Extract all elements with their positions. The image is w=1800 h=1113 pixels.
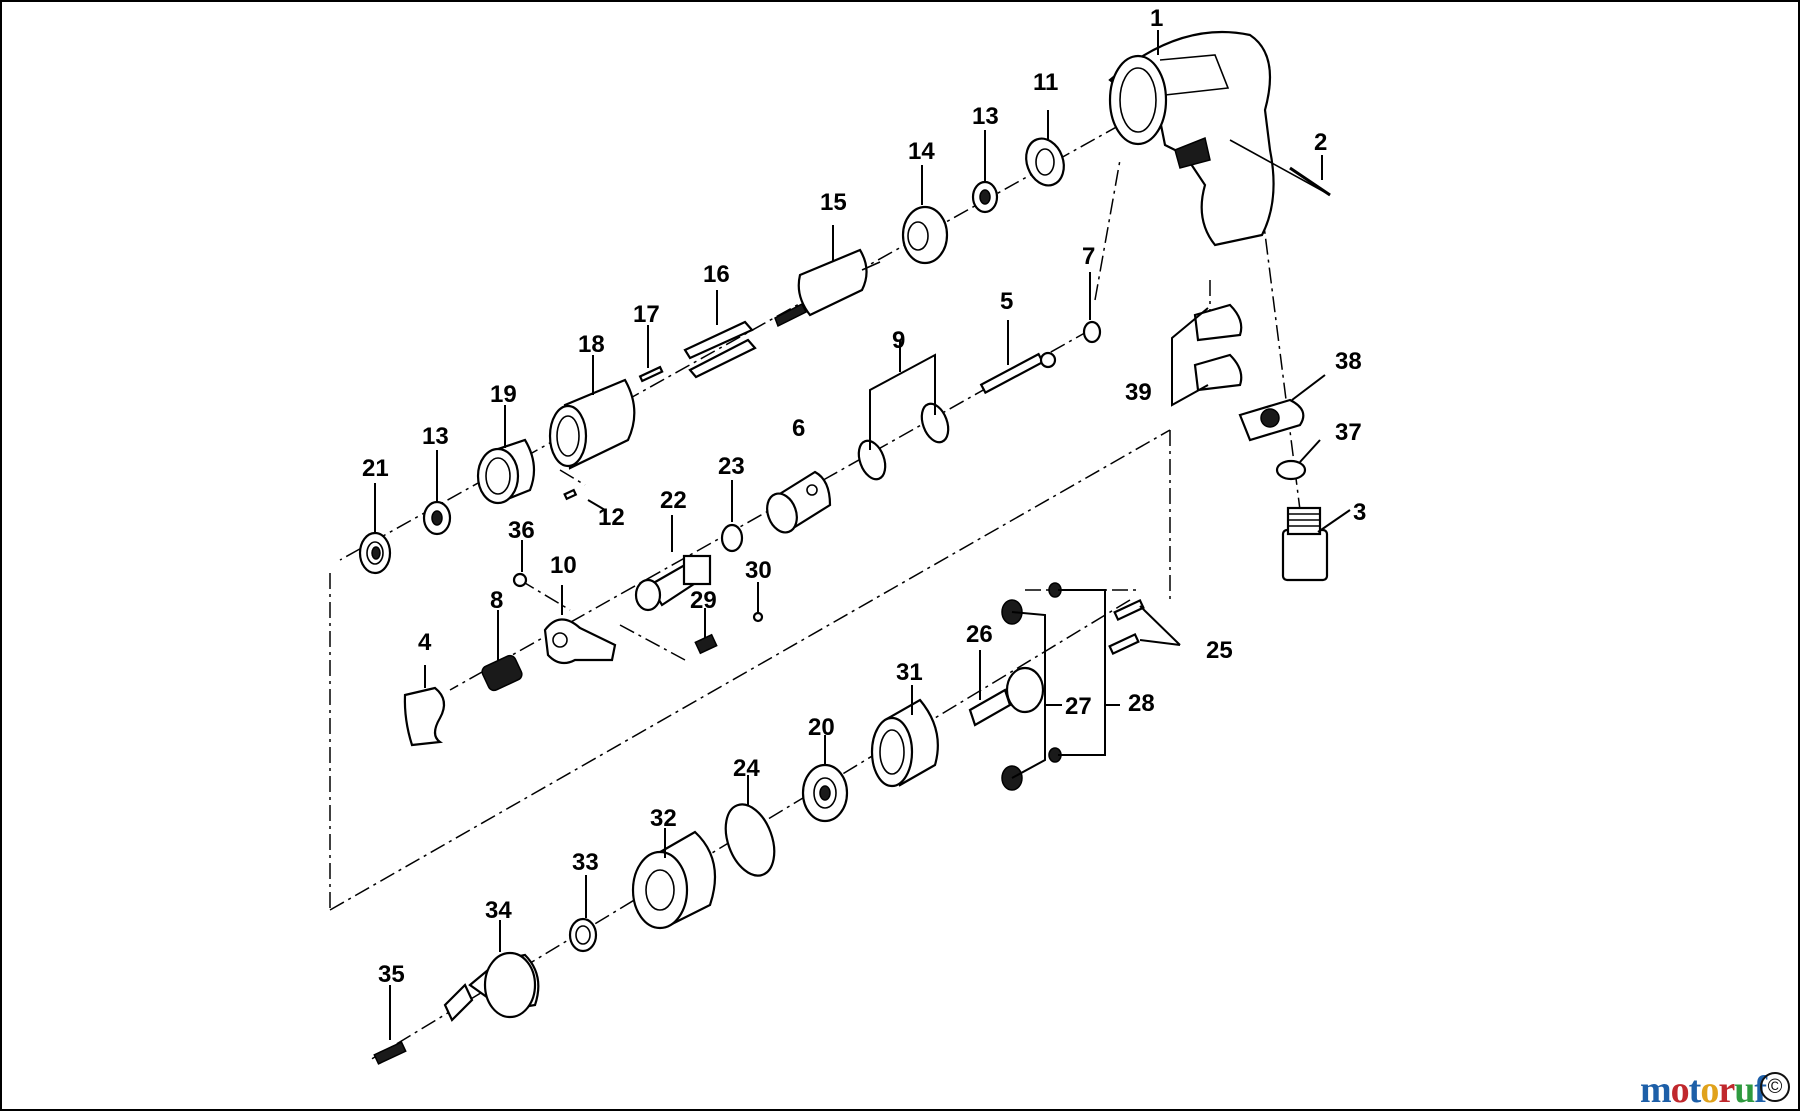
- label-21: 21: [362, 455, 389, 482]
- assembly-axes: [329, 124, 1301, 1061]
- reverse-valve-part[interactable]: [634, 554, 712, 612]
- oring-24-part[interactable]: [717, 798, 784, 883]
- oring-23-part[interactable]: [720, 523, 744, 553]
- label-15: 15: [820, 189, 847, 216]
- front-plate-14-part[interactable]: [901, 205, 949, 265]
- pin-17-part[interactable]: [638, 365, 664, 383]
- label-32: 32: [650, 805, 677, 832]
- oring-37-part[interactable]: [1275, 459, 1307, 481]
- label-8: 8: [490, 587, 503, 614]
- label-31: 31: [896, 659, 923, 686]
- label-17: 17: [633, 301, 660, 328]
- label-19: 19: [490, 381, 517, 408]
- label-4: 4: [418, 629, 432, 656]
- label-18: 18: [578, 331, 605, 358]
- motoruf-logo[interactable]: motoruf: [1640, 1068, 1767, 1112]
- logo-letter: u: [1734, 1069, 1755, 1111]
- label-16: 16: [703, 261, 730, 288]
- end-plate-19-part[interactable]: [476, 438, 536, 505]
- orings-9-part[interactable]: [854, 400, 953, 483]
- label-35: 35: [378, 961, 405, 988]
- label-39: 39: [1125, 379, 1152, 406]
- label-3: 3: [1353, 499, 1366, 526]
- label-13a: 13: [972, 103, 999, 130]
- bearing-13-lower-part[interactable]: [422, 500, 452, 536]
- leader-lines: [374, 30, 1351, 1040]
- ring-gear-31-part[interactable]: [870, 698, 939, 788]
- label-30: 30: [745, 557, 772, 584]
- label-9: 9: [892, 327, 905, 354]
- gear-pins-28-part[interactable]: [1048, 582, 1062, 763]
- label-5: 5: [1000, 288, 1013, 315]
- label-23: 23: [718, 453, 745, 480]
- ball-30-part[interactable]: [752, 611, 764, 623]
- label-2: 2: [1314, 129, 1327, 156]
- exhaust-deflector-38-part[interactable]: [1238, 398, 1305, 442]
- label-27: 27: [1065, 693, 1092, 720]
- pin-part[interactable]: [1289, 166, 1331, 197]
- reverse-lever-part[interactable]: [543, 618, 617, 665]
- label-11: 11: [1033, 69, 1058, 96]
- pins-25-part[interactable]: [1108, 598, 1145, 656]
- label-14: 14: [908, 138, 935, 165]
- label-22: 22: [660, 487, 687, 514]
- handle-plates-39-part[interactable]: [1193, 303, 1243, 392]
- bearing-21-part[interactable]: [358, 531, 392, 575]
- front-cap-32-part[interactable]: [631, 830, 717, 930]
- valve-stem-part[interactable]: [979, 351, 1057, 395]
- logo-letter: o: [1670, 1069, 1690, 1111]
- logo-letter: m: [1640, 1069, 1672, 1111]
- logo-letter: r: [1718, 1069, 1735, 1111]
- drill-chuck-34-part[interactable]: [443, 951, 540, 1022]
- inlet-fitting-part[interactable]: [1281, 506, 1329, 582]
- label-38: 38: [1335, 348, 1362, 375]
- label-24: 24: [733, 755, 760, 782]
- spindle-26-part[interactable]: [968, 666, 1045, 727]
- label-20: 20: [808, 714, 835, 741]
- spring-29-part[interactable]: [694, 633, 718, 655]
- logo-letter: t: [1688, 1069, 1702, 1111]
- label-36: 36: [508, 517, 535, 544]
- valve-sleeve-part[interactable]: [762, 470, 832, 537]
- label-37: 37: [1335, 419, 1362, 446]
- spring-8-part[interactable]: [480, 654, 524, 693]
- screw-35-part[interactable]: [373, 1041, 407, 1065]
- label-25: 25: [1206, 637, 1233, 664]
- label-1: 1: [1150, 5, 1163, 32]
- gasket-11-part[interactable]: [1020, 133, 1070, 190]
- copyright-icon: ©: [1760, 1072, 1790, 1102]
- rotor-15-part[interactable]: [774, 248, 881, 328]
- set-screw-36-part[interactable]: [512, 572, 528, 588]
- label-28: 28: [1128, 690, 1155, 717]
- label-29: 29: [690, 587, 717, 614]
- label-26: 26: [966, 621, 993, 648]
- oring-7-part[interactable]: [1082, 320, 1102, 344]
- housing-part[interactable]: [1108, 30, 1331, 247]
- cylinder-18-part[interactable]: [548, 378, 636, 470]
- rotor-blades-16-part[interactable]: [683, 320, 757, 379]
- label-6: 6: [792, 415, 805, 442]
- label-10: 10: [550, 552, 577, 579]
- label-12: 12: [598, 504, 625, 531]
- label-34: 34: [485, 897, 512, 924]
- part-labels: 1 2 3 4 5 6 7 8 9 10 11 12 13 13 14 15 1…: [362, 5, 1366, 988]
- nut-33-part[interactable]: [568, 917, 598, 953]
- pin-12-part[interactable]: [563, 488, 578, 501]
- label-33: 33: [572, 849, 599, 876]
- label-7: 7: [1082, 243, 1095, 270]
- bearing-13-upper-part[interactable]: [971, 180, 999, 214]
- bearing-20-part[interactable]: [801, 763, 849, 823]
- trigger-part[interactable]: [403, 686, 446, 747]
- label-13b: 13: [422, 423, 449, 450]
- logo-letter: o: [1700, 1069, 1719, 1111]
